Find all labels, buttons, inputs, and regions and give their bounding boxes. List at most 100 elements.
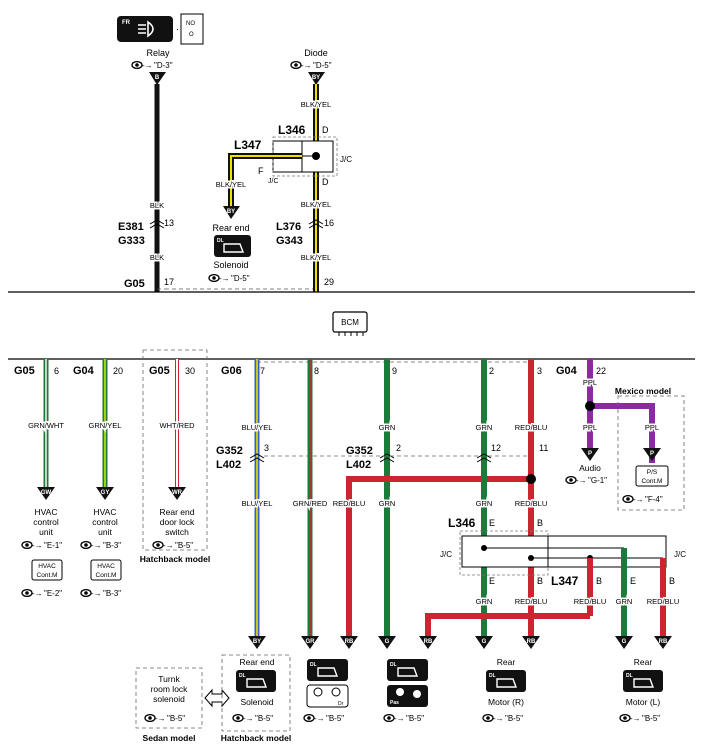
- junction-connector-bottom: [461, 535, 667, 568]
- splice-dot-3: [481, 545, 487, 551]
- connector-by-2: [223, 206, 240, 219]
- eye-icon: [80, 588, 92, 598]
- connector-gw: [37, 487, 55, 500]
- g343-label: G343: [276, 235, 303, 247]
- connector-g-1-label: G: [385, 639, 390, 645]
- connector-g-3: [615, 636, 633, 649]
- door-switch-line2: door lock: [160, 517, 195, 527]
- door-lock-icon-4: [387, 659, 428, 681]
- arrow-glyph: -→: [301, 61, 312, 70]
- connector-gy-label: GY: [101, 490, 110, 496]
- splice-dot-2: [526, 474, 536, 484]
- motor-r-label: Motor (R): [488, 697, 524, 707]
- e381-label: E381: [118, 221, 144, 233]
- splice-dot-ppl: [585, 401, 595, 411]
- hatchback-label-1: Hatchback model: [140, 554, 210, 564]
- relay-o-label: O: [189, 32, 194, 38]
- e2-pin: E: [489, 576, 495, 586]
- eye-icon: [21, 540, 33, 550]
- hvac-box1-ref: "E-2": [44, 589, 62, 598]
- hvac1-line3: unit: [39, 527, 53, 537]
- diode-label: Diode: [304, 48, 328, 58]
- pin-30: 30: [185, 366, 195, 376]
- connector-break: [149, 219, 165, 229]
- ps-bot: Cont.M: [642, 478, 663, 485]
- connector-rb-4: [654, 636, 672, 649]
- pin-13: 13: [164, 218, 174, 228]
- grnyel-label: GRN/YEL: [89, 421, 122, 430]
- audio-label: Audio: [579, 463, 601, 473]
- door-switch-line3: switch: [165, 527, 189, 537]
- grn-label-3: GRN: [379, 499, 396, 508]
- eye-icon: [290, 60, 302, 70]
- person-head-icon-2: [331, 687, 341, 697]
- bcm-box: [332, 311, 368, 333]
- bottom-section: G05 6 G04 20 G05 30 G06 7 8 9 2 3 G04 22…: [14, 349, 686, 743]
- diode-ref: "D-5": [313, 61, 332, 70]
- fog-lamp-icon-glyph: [138, 20, 154, 38]
- dl-icon-text: DL: [310, 662, 317, 668]
- arrow-glyph: -→: [142, 61, 153, 70]
- jc-left-label: J/C: [268, 178, 279, 185]
- l347-bottom-label: L347: [551, 574, 579, 588]
- person-head-icon: [313, 687, 323, 697]
- mexico-box: [617, 395, 685, 511]
- whtred-label: WHT/RED: [160, 421, 196, 430]
- grn-label-1: GRN: [379, 423, 396, 432]
- splice-dot-4: [528, 555, 534, 561]
- grn-label-4: GRN: [476, 499, 493, 508]
- hvac1-line2: control: [33, 517, 59, 527]
- door-glyph: [397, 667, 419, 677]
- rear-end-label: Rear end: [212, 223, 249, 233]
- dl-icon-text: DL: [489, 673, 496, 679]
- pin-3: 3: [537, 366, 542, 376]
- relay-label: Relay: [146, 48, 170, 58]
- arrow-glyph: -→: [32, 541, 43, 550]
- hvac-box2-ref: "B-3": [103, 589, 121, 598]
- door-switch-ref: "B-5": [175, 541, 193, 550]
- arrow-glyph: -→: [32, 589, 43, 598]
- rear-2-label: Rear: [634, 657, 653, 667]
- eye-icon: [152, 540, 164, 550]
- eye-icon: [482, 713, 494, 723]
- door-glyph: [223, 243, 245, 253]
- pin-17: 17: [164, 277, 174, 287]
- l347-top-label: L347: [234, 138, 262, 152]
- connector-rb-1: [340, 636, 358, 649]
- d-top-pin: D: [322, 125, 329, 135]
- g06-label: G06: [221, 365, 242, 377]
- ps-top: P/S: [647, 469, 658, 476]
- pin-9: 9: [392, 366, 397, 376]
- pin-22: 22: [596, 366, 606, 376]
- redblu-branch-2: [425, 613, 590, 636]
- arrow-glyph: -→: [630, 714, 641, 723]
- l402-b-label: L402: [346, 459, 371, 471]
- grn-label-2: GRN: [476, 423, 493, 432]
- hvac1-line1: HVAC: [35, 507, 58, 517]
- connector-gw-label: GW: [41, 490, 52, 496]
- connector-break-4: [379, 453, 395, 463]
- connector-g-1: [378, 636, 396, 649]
- connector-p-2: [643, 448, 661, 461]
- dl-icon-text: DL: [390, 662, 397, 668]
- connector-by-bottom-label: BY: [253, 639, 261, 645]
- arrow-glyph: -→: [394, 714, 405, 723]
- connector-break-3: [249, 453, 265, 463]
- connector-rb-4-label: RB: [659, 639, 668, 645]
- g333-label: G333: [118, 235, 145, 247]
- grnwht-label: GRN/WHT: [28, 421, 64, 430]
- arrow-glyph: -→: [91, 541, 102, 550]
- hvac1-ref: "E-1": [44, 541, 62, 550]
- arrow-glyph: -→: [243, 714, 254, 723]
- pin-3b: 3: [264, 443, 269, 453]
- connector-b-label: B: [155, 75, 160, 81]
- driver-switch-ref: "B-5": [326, 714, 344, 723]
- redblu-label-2: RED/BLU: [333, 499, 366, 508]
- l402-a-label: L402: [216, 459, 241, 471]
- connector-by: [308, 72, 325, 85]
- connector-by-2-label: BY: [227, 209, 235, 215]
- g05-top-label: G05: [124, 278, 145, 290]
- hvac-box1-bot: Cont.M: [37, 572, 58, 579]
- solenoid-2-ref: "B-5": [255, 714, 273, 723]
- eye-icon: [619, 713, 631, 723]
